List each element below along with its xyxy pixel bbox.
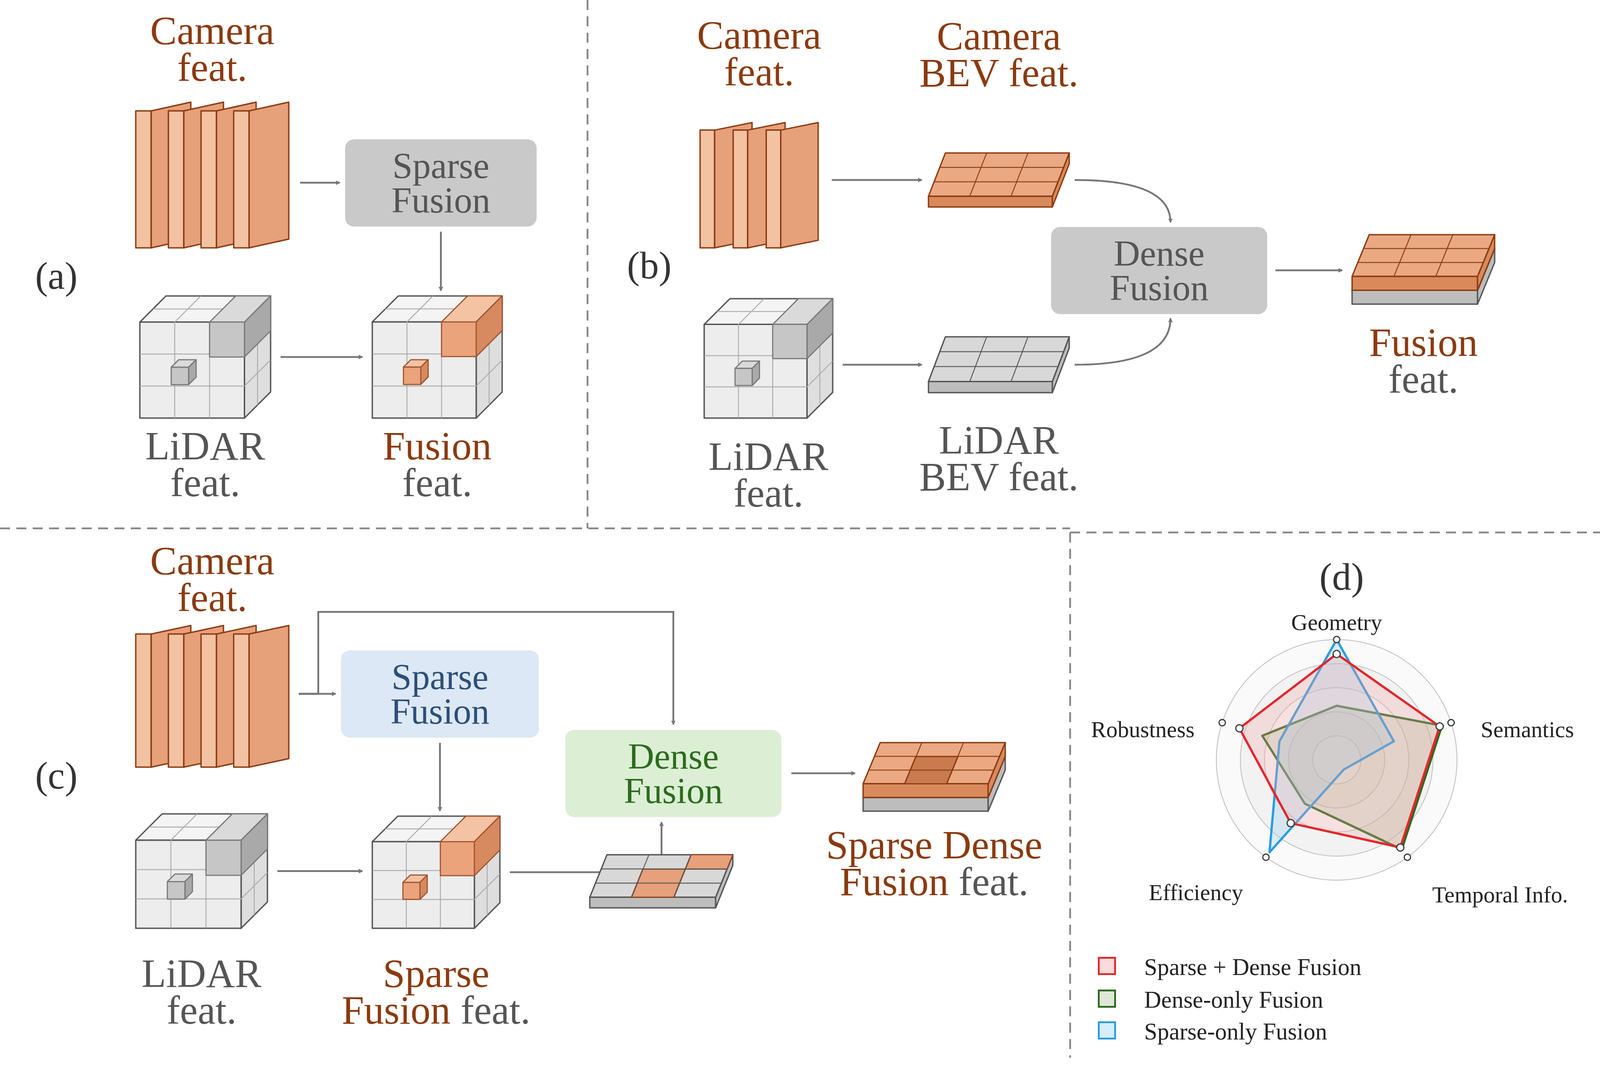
box-label: Sparse Fusion bbox=[367, 148, 514, 218]
feature-caption-text: Camera feat. bbox=[150, 538, 275, 620]
feature-caption-text: LiDAR feat. bbox=[145, 424, 266, 505]
bev-feature-figure: LiDAR BEV feat. bbox=[928, 336, 1070, 393]
radar-axis-label: Semantics bbox=[1480, 716, 1575, 743]
feature-caption-text: Camera BEV feat. bbox=[919, 14, 1079, 95]
panel-letter: (d) bbox=[1319, 554, 1364, 599]
camera-feature-figure: Camera feat. bbox=[135, 625, 289, 768]
feature-caption: Camera feat. bbox=[130, 543, 295, 617]
flow-arrow bbox=[1074, 180, 1171, 223]
feature-caption-text: Camera feat. bbox=[150, 8, 275, 90]
bev-feature-figure: Camera BEV feat. bbox=[928, 153, 1070, 208]
flow-arrow bbox=[280, 356, 363, 359]
radar-axis-label: Temporal Info. bbox=[1432, 881, 1568, 909]
box-label: Dense Fusion bbox=[587, 739, 759, 809]
flow-arrow bbox=[439, 743, 441, 812]
flow-arrow bbox=[842, 364, 922, 366]
feature-drawing bbox=[1352, 234, 1495, 305]
lidar-voxel-figure: LiDAR feat. bbox=[135, 814, 268, 929]
feature-caption: Camera feat. bbox=[677, 17, 841, 91]
box-text: Sparse Fusion bbox=[363, 659, 517, 729]
legend-text: Dense-only Fusion bbox=[1144, 986, 1324, 1014]
feature-caption: Camera BEV feat. bbox=[901, 18, 1097, 92]
feature-caption: LiDAR feat. bbox=[130, 428, 281, 502]
bev-feature-figure: Sparse Dense Fusionfeat. bbox=[863, 742, 1006, 812]
flow-arrow bbox=[831, 179, 922, 182]
panel-letter: (a) bbox=[34, 253, 78, 298]
fusion-box: Sparse Fusion bbox=[340, 650, 539, 738]
fusion-box: Sparse Fusion bbox=[345, 139, 537, 227]
legend-swatch bbox=[1097, 1021, 1117, 1040]
legend-swatch bbox=[1097, 957, 1117, 976]
feature-drawing bbox=[928, 153, 1070, 208]
flow-arrow bbox=[1275, 269, 1343, 272]
feature-caption-text: LiDAR feat. bbox=[708, 434, 829, 516]
legend-text: Sparse-only Fusion bbox=[1144, 1018, 1328, 1046]
feature-caption: Sparse Fusionfeat. bbox=[325, 955, 548, 1030]
radar-axis-label: Geometry bbox=[1291, 609, 1383, 636]
panel-letter: (b) bbox=[627, 243, 672, 288]
radar-chart bbox=[1216, 636, 1457, 881]
panel-letter: (c) bbox=[34, 753, 78, 798]
box-label: Sparse Fusion bbox=[363, 659, 517, 729]
bev-feature-figure bbox=[589, 854, 733, 909]
feature-drawing bbox=[928, 336, 1070, 393]
feature-caption-text: feat. bbox=[1348, 361, 1499, 399]
lidar-voxel-figure: LiDAR feat. bbox=[139, 296, 271, 419]
feature-caption: LiDAR BEV feat. bbox=[901, 422, 1097, 496]
lidar-voxel-figure: LiDAR feat. bbox=[704, 298, 833, 419]
camera-feature-figure: Camera feat. bbox=[700, 122, 819, 248]
feature-caption-text: Camera feat. bbox=[696, 13, 822, 94]
feature-drawing bbox=[135, 625, 289, 768]
radar-axis-label: Efficiency bbox=[1148, 879, 1243, 906]
feature-caption-text: LiDAR feat. bbox=[141, 951, 262, 1033]
feature-caption-text: LiDAR BEV feat. bbox=[919, 418, 1079, 499]
feature-drawing bbox=[139, 296, 271, 419]
fusion-box: Dense Fusion bbox=[565, 730, 782, 818]
flow-arrow bbox=[300, 182, 340, 184]
flow-arrow bbox=[277, 870, 363, 873]
feature-caption: LiDAR feat. bbox=[693, 438, 844, 513]
feature-caption-text: feat. bbox=[460, 992, 531, 1030]
feature-caption-text: Fusion bbox=[1348, 324, 1499, 362]
box-text: Sparse Fusion bbox=[367, 148, 514, 218]
feature-caption-text: feat. bbox=[362, 464, 513, 502]
feature-caption-text: Fusion bbox=[362, 428, 513, 465]
bev-feature-figure: Fusionfeat. bbox=[1352, 234, 1495, 305]
legend-swatch bbox=[1097, 989, 1117, 1008]
feature-drawing bbox=[700, 122, 819, 248]
feature-drawing bbox=[863, 742, 1006, 812]
fusion-box: Dense Fusion bbox=[1051, 227, 1268, 315]
feature-drawing bbox=[135, 102, 289, 248]
radar-axis-label: Robustness bbox=[1091, 716, 1195, 743]
flow-arrow bbox=[791, 772, 855, 775]
feature-drawing bbox=[372, 296, 503, 419]
feature-caption: Camera feat. bbox=[130, 12, 295, 87]
feature-caption: Fusionfeat. bbox=[1348, 324, 1499, 399]
feature-caption: LiDAR feat. bbox=[126, 955, 277, 1030]
box-text: Dense Fusion bbox=[587, 739, 759, 809]
feature-drawing bbox=[372, 816, 500, 929]
feature-drawing bbox=[704, 298, 833, 419]
legend-text: Sparse + Dense Fusion bbox=[1144, 953, 1362, 981]
feature-caption: Fusionfeat. bbox=[362, 428, 513, 502]
flow-arrow bbox=[439, 232, 442, 292]
lidar-voxel-figure: Sparse Fusionfeat. bbox=[372, 816, 500, 929]
box-text: Dense Fusion bbox=[1073, 236, 1245, 306]
box-label: Dense Fusion bbox=[1073, 236, 1245, 306]
flow-arrow bbox=[1074, 318, 1171, 366]
camera-feature-figure: Camera feat. bbox=[135, 102, 289, 248]
feature-drawing bbox=[135, 814, 268, 929]
feature-caption-text: feat. bbox=[958, 864, 1029, 901]
feature-caption: Sparse Dense Fusionfeat. bbox=[814, 827, 1055, 901]
lidar-voxel-figure: Fusionfeat. bbox=[372, 296, 503, 419]
